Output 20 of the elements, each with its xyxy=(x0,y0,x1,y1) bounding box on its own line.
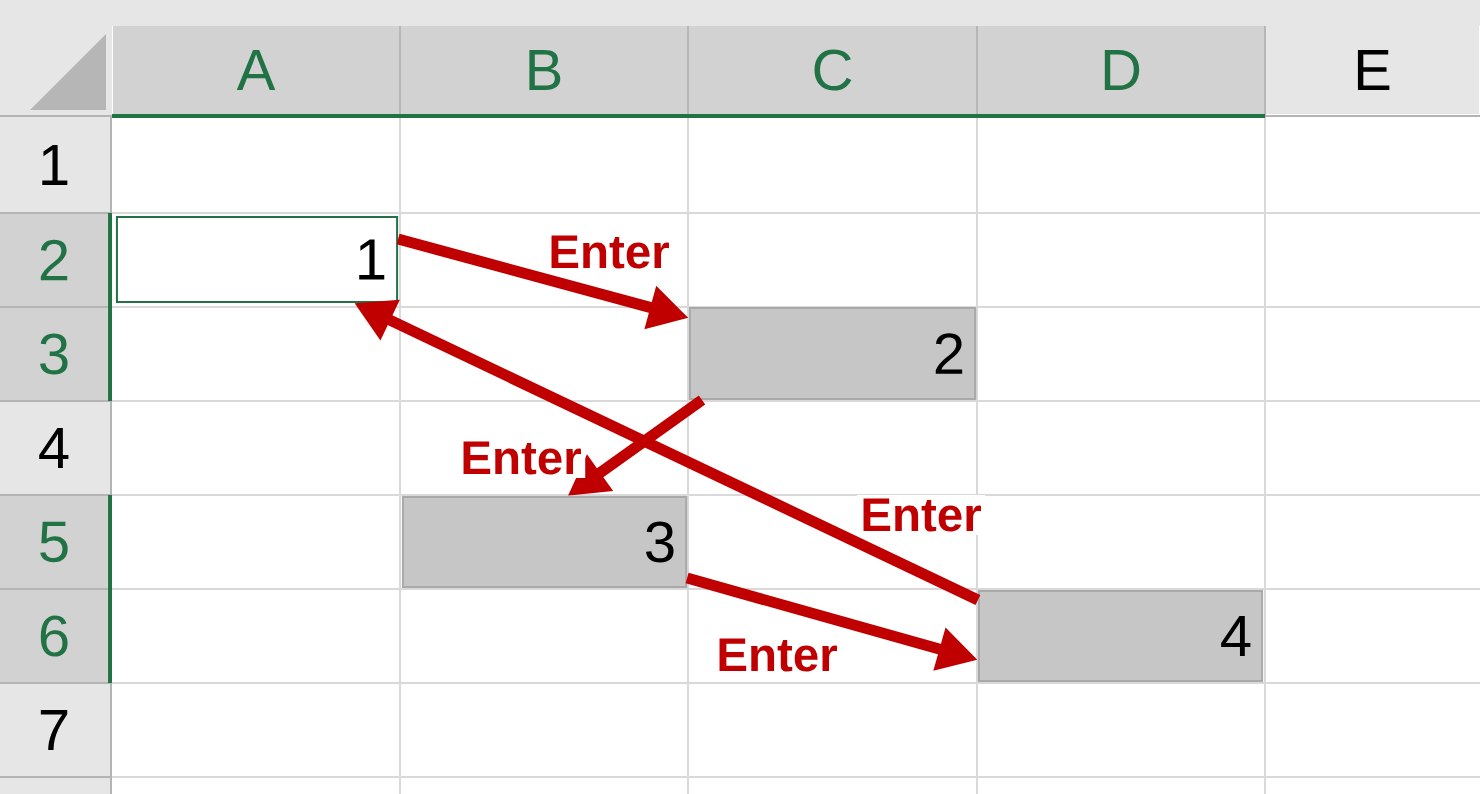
edge-label: Enter xyxy=(544,231,674,273)
column-header: D xyxy=(977,26,1265,115)
row-header: 6 xyxy=(0,590,109,683)
row-header: 5 xyxy=(0,496,109,589)
selected-cell: 3 xyxy=(401,496,688,589)
edge-label: Enter xyxy=(456,437,586,479)
row-header: 4 xyxy=(39,428,69,468)
selected-cell: 2 xyxy=(688,307,977,400)
active-cell: 1 xyxy=(115,215,399,303)
row-header: 3 xyxy=(0,308,109,401)
edge-label: Enter xyxy=(712,634,842,676)
column-header: E xyxy=(1265,26,1480,115)
edge-label: Enter xyxy=(856,494,986,536)
row-header: 2 xyxy=(0,213,109,307)
row-header: 7 xyxy=(40,710,68,750)
column-header: A xyxy=(112,26,400,115)
selected-cell: 4 xyxy=(977,590,1264,683)
column-header: B xyxy=(400,26,688,115)
column-header: C xyxy=(688,26,977,115)
row-header: 1 xyxy=(42,145,68,185)
